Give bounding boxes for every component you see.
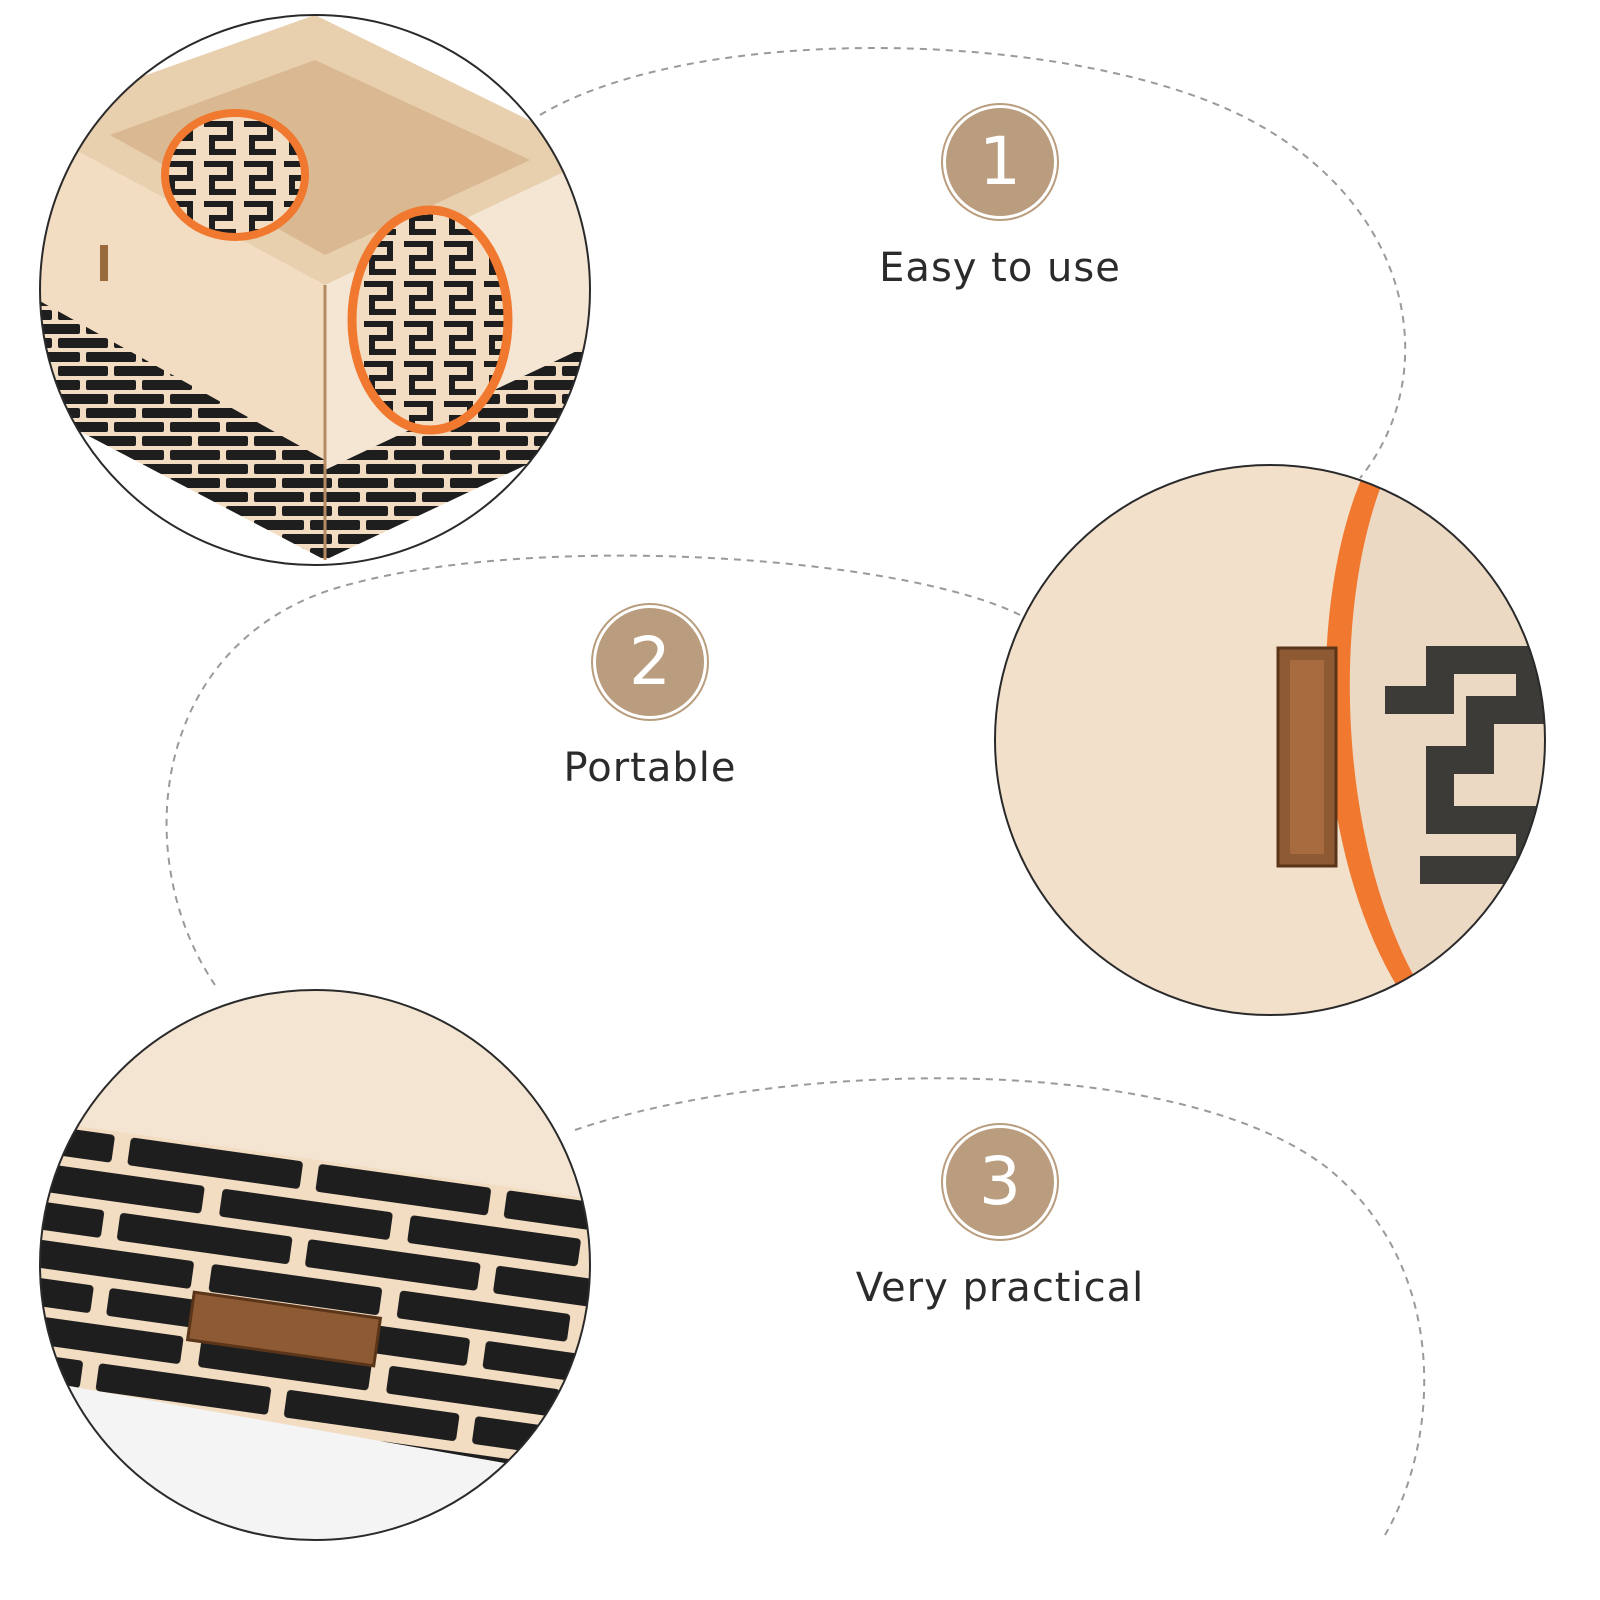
number-badge-2: 2 [593,605,707,719]
feature-portable: 2 Portable [470,605,830,791]
dashed-connector-middle [165,554,1021,986]
photo-frame-1 [39,14,591,566]
number-badge-1: 1 [943,105,1057,219]
number-badge-3: 3 [943,1125,1057,1239]
product-photo-brick-closeup [40,990,590,1540]
feature-label-3: Very practical [855,1265,1145,1311]
dashed-connector-bottom [574,1077,1426,1536]
product-photo-slot-closeup [995,465,1545,1015]
feature-easy-to-use: 1 Easy to use [820,105,1180,291]
photo-frame-3 [39,989,591,1541]
photo-frame-2 [994,464,1546,1016]
feature-very-practical: 3 Very practical [820,1125,1180,1311]
feature-label-1: Easy to use [879,245,1121,291]
dashed-connector-top [539,47,1407,479]
dashed-connectors [165,47,1426,1536]
product-photo-box-top [40,15,590,565]
feature-label-2: Portable [563,745,737,791]
